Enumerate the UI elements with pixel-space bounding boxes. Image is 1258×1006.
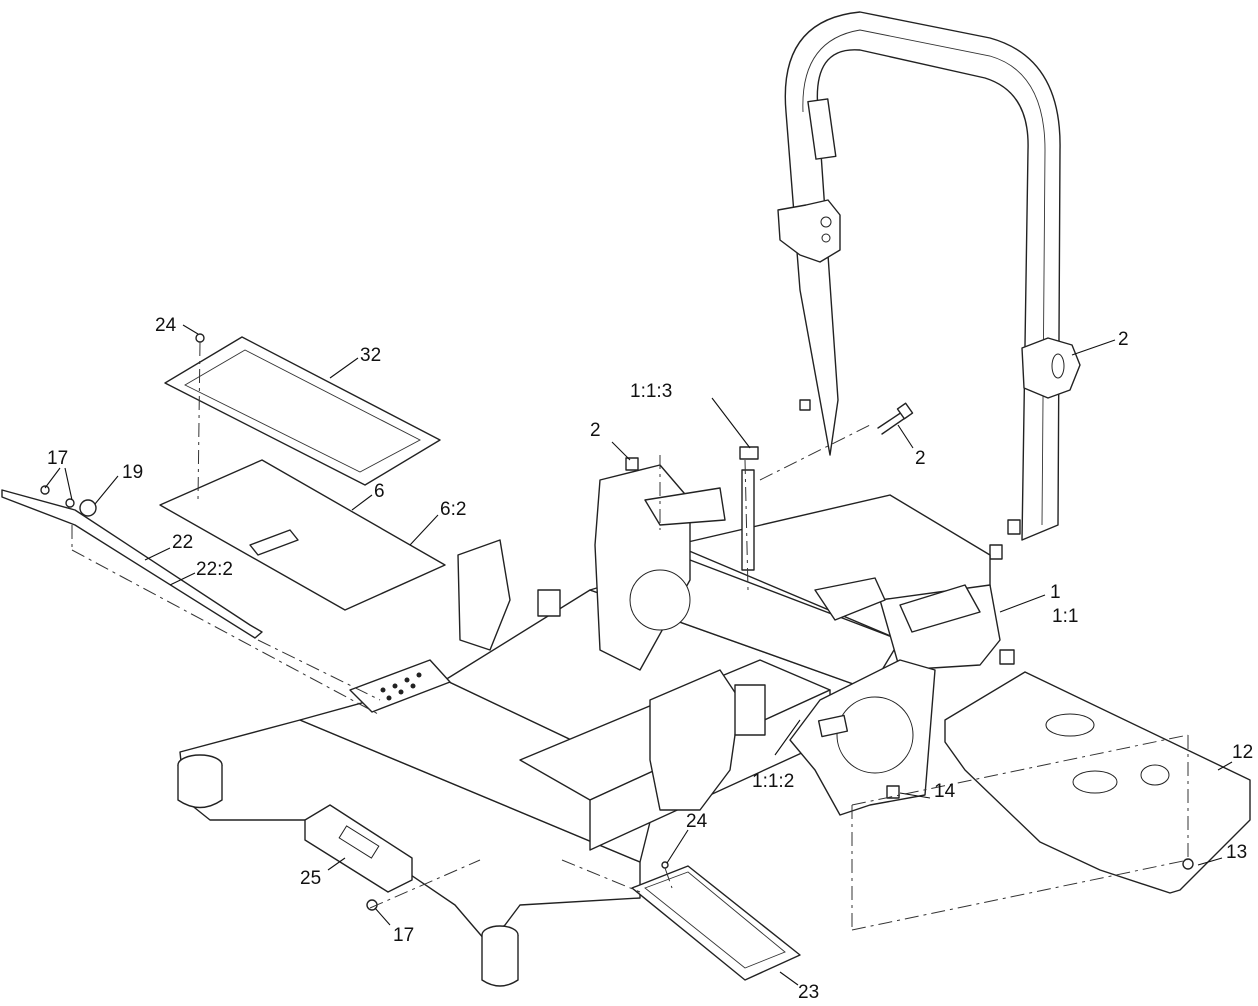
- callout-17-left: 17: [47, 448, 68, 469]
- footrest-plate-23: [631, 865, 801, 981]
- callout-24-bottom: 24: [686, 811, 708, 832]
- callout-12: 12: [1232, 742, 1253, 763]
- leader-lines: [44, 324, 1233, 986]
- callout-13: 13: [1226, 842, 1247, 863]
- rops-bolt: [877, 402, 914, 435]
- callout-25: 25: [300, 868, 321, 889]
- callout-32: 32: [360, 345, 381, 366]
- callout-1: 1: [1050, 582, 1061, 603]
- callout-2-bolt: 2: [915, 448, 926, 469]
- callout-23: 23: [798, 982, 819, 1003]
- callout-14: 14: [934, 781, 956, 802]
- callout-19: 19: [122, 462, 143, 483]
- bracket-25: [304, 804, 413, 893]
- right-shield-12: [944, 671, 1251, 894]
- callout-labels: 24 32 17 19 6 6:2 22 22:2 2 1:1:3 2 2 1 …: [47, 315, 1253, 1003]
- callout-22-2: 22:2: [196, 559, 233, 580]
- callout-1-1: 1:1: [1052, 606, 1078, 627]
- callout-1-1-3: 1:1:3: [630, 381, 672, 402]
- callout-2-rops: 2: [1118, 329, 1129, 350]
- floor-plate-32: [164, 336, 441, 486]
- callout-1-1-2: 1:1:2: [752, 771, 794, 792]
- callout-17-bottom: 17: [393, 925, 414, 946]
- side-rail-22: [1, 485, 263, 639]
- callout-6: 6: [374, 481, 385, 502]
- assembly-lines: [71, 341, 1189, 931]
- callout-2-nut: 2: [590, 420, 601, 441]
- callout-24-top: 24: [155, 315, 177, 336]
- callout-22: 22: [172, 532, 193, 553]
- main-frame: [177, 464, 1015, 987]
- callout-6-2: 6:2: [440, 499, 466, 520]
- floor-pan-6: [159, 459, 446, 611]
- rops-roll-bar: [777, 11, 1081, 560]
